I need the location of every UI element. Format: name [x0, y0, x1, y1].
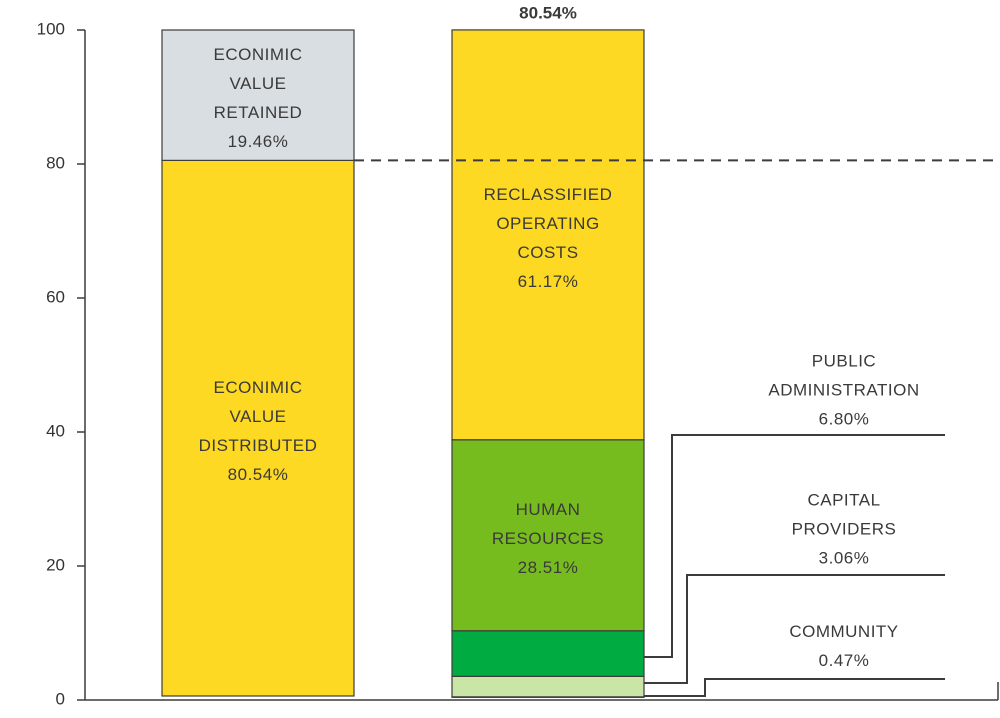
- bar-segment-retained: [161, 29, 355, 161]
- segment-label-operating-line-3: 61.17%: [518, 272, 579, 291]
- annotation-label-community-line-0: COMMUNITY: [789, 622, 898, 641]
- y-tick-label-60: 60: [46, 287, 65, 306]
- annotation-label-public-line-2: 6.80%: [819, 409, 870, 428]
- bars: ECONIMIC VALUE DISTRIBUTED 80.54% ECONIMIC VA…: [161, 3, 1000, 698]
- y-tick-label-40: 40: [46, 421, 65, 440]
- segment-label-operating-line-0: RECLASSIFIED: [484, 185, 613, 204]
- leader-line-public: [644, 434, 945, 658]
- segment-label-retained-line-1: VALUE: [230, 74, 287, 93]
- annotation-label-capital-line-2: 3.06%: [819, 548, 870, 567]
- leader-line-community: [644, 678, 945, 697]
- annotation-label-community-line-1: 0.47%: [819, 651, 870, 670]
- segment-label-distributed-line-2: DISTRIBUTED: [199, 436, 318, 455]
- y-tick-label-0: 0: [56, 689, 65, 708]
- segment-label-human-line-1: RESOURCES: [492, 529, 604, 548]
- y-axis: 0 20 40 60 80 100: [37, 19, 999, 708]
- annotation-label-capital-line-1: PROVIDERS: [792, 519, 897, 538]
- annotation-label-capital-line-0: CAPITAL: [807, 490, 880, 509]
- segment-label-distributed-line-0: ECONIMIC: [214, 378, 303, 397]
- bar-segment-distributed: [161, 159, 355, 697]
- segment-label-distributed-line-3: 80.54%: [228, 465, 289, 484]
- bar-segment-public: [451, 630, 645, 677]
- annotations: PUBLIC ADMINISTRATION 6.80% CAPITAL PROVIDER…: [644, 351, 945, 697]
- segment-label-retained-line-2: RETAINED: [214, 103, 303, 122]
- segment-label-human-line-0: HUMAN: [516, 500, 581, 519]
- leader-line-capital: [644, 574, 945, 684]
- breakdown-total-label: 80.54%: [519, 3, 577, 22]
- segment-label-retained-line-3: 19.46%: [228, 132, 289, 151]
- segment-label-operating-line-2: COSTS: [517, 243, 578, 262]
- bar-segment-capital: [451, 675, 645, 698]
- segment-label-human-line-2: 28.51%: [518, 558, 579, 577]
- segment-label-distributed-line-1: VALUE: [230, 407, 287, 426]
- bar-segment-human: [451, 439, 645, 632]
- segment-label-retained-line-0: ECONIMIC: [214, 45, 303, 64]
- bar-segment-operating: [451, 29, 645, 441]
- y-tick-label-100: 100: [37, 19, 65, 38]
- annotation-label-public-line-1: ADMINISTRATION: [768, 380, 919, 399]
- y-tick-label-80: 80: [46, 153, 65, 172]
- segment-label-operating-line-1: OPERATING: [496, 214, 599, 233]
- y-tick-label-20: 20: [46, 555, 65, 574]
- annotation-label-public-line-0: PUBLIC: [812, 351, 876, 370]
